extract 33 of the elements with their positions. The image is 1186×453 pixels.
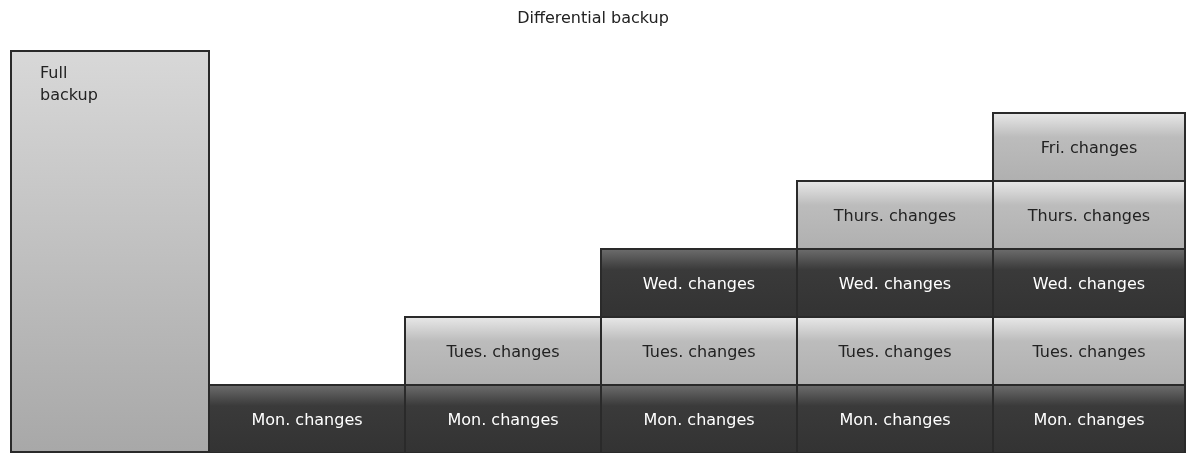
box-label: Mon. changes xyxy=(447,409,559,429)
box-label: Thurs. changes xyxy=(833,205,957,225)
box-label: Mon. changes xyxy=(643,409,755,429)
box-label: Mon. changes xyxy=(251,409,363,429)
box-label: Tues. changes xyxy=(642,341,756,361)
changes-box xyxy=(404,316,602,386)
box-label: Mon. changes xyxy=(1033,409,1145,429)
changes-box xyxy=(992,248,1186,318)
changes-box xyxy=(600,384,798,453)
changes-box xyxy=(600,248,798,318)
box-label: Fri. changes xyxy=(1040,137,1138,157)
box-label: Tues. changes xyxy=(446,341,560,361)
box-label: Tues. changes xyxy=(838,341,952,361)
box-label: Wed. changes xyxy=(838,273,952,293)
changes-box xyxy=(796,180,994,250)
diagram-title: Differential backup xyxy=(516,8,670,27)
changes-box xyxy=(992,316,1186,386)
changes-box xyxy=(992,112,1186,182)
changes-box xyxy=(208,384,406,453)
box-label: Full backup xyxy=(40,62,99,107)
box-label: Wed. changes xyxy=(1032,273,1146,293)
changes-box xyxy=(796,248,994,318)
changes-box xyxy=(600,316,798,386)
box-label: Mon. changes xyxy=(839,409,951,429)
changes-box xyxy=(796,316,994,386)
changes-box xyxy=(796,384,994,453)
changes-box xyxy=(992,384,1186,453)
box-label: Tues. changes xyxy=(1032,341,1146,361)
full-backup-box xyxy=(10,50,210,453)
box-label: Wed. changes xyxy=(642,273,756,293)
box-label: Thurs. changes xyxy=(1027,205,1151,225)
changes-box xyxy=(404,384,602,453)
changes-box xyxy=(992,180,1186,250)
